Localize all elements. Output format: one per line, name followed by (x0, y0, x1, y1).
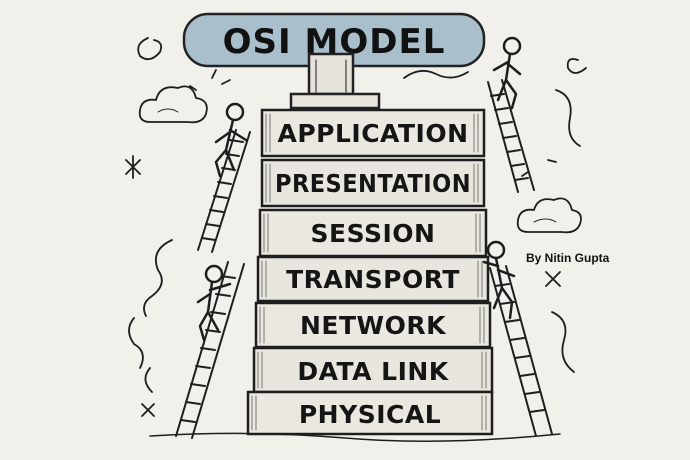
decorative-sparkles (125, 69, 561, 417)
layer-label: PRESENTATION (275, 169, 471, 198)
author-byline: By Nitin Gupta (526, 251, 610, 265)
layer-physical: PHYSICAL (246, 390, 494, 436)
layer-application: APPLICATION (260, 108, 486, 158)
title-banner: OSI MODEL (182, 12, 486, 68)
layer-block (246, 390, 494, 436)
layer-label: TRANSPORT (286, 265, 460, 294)
decorative-swirls (128, 37, 587, 393)
hatching (251, 113, 487, 431)
layer-label: PHYSICAL (299, 400, 441, 429)
layer-block (256, 255, 490, 303)
cloud-right (516, 197, 582, 234)
layer-block (260, 158, 486, 208)
climber-figure-right-lower (482, 240, 516, 320)
ground-line (149, 432, 561, 442)
tower-step (289, 92, 381, 110)
layer-label: NETWORK (300, 311, 447, 340)
layer-label: APPLICATION (277, 119, 468, 148)
layer-transport: TRANSPORT (256, 255, 490, 303)
climber-figure-left-upper (214, 102, 248, 178)
climber-figure-right-upper (492, 36, 522, 110)
cloud-left (138, 85, 208, 124)
ladder-right-upper (487, 79, 535, 193)
layer-block (260, 108, 486, 158)
layer-presentation: PRESENTATION (260, 158, 486, 208)
layer-block (258, 208, 488, 258)
layer-label: SESSION (311, 219, 436, 248)
climber-figure-left-lower (196, 264, 232, 342)
ladder-left-lower (175, 261, 245, 439)
layer-session: SESSION (258, 208, 488, 258)
layer-network: NETWORK (254, 301, 492, 349)
tower-cap (289, 52, 381, 110)
ladder-left-upper (197, 129, 251, 253)
layer-block (252, 346, 494, 394)
osi-layers: APPLICATION PRESENTATION SESSION TRANSPO… (246, 108, 494, 436)
layer-data-link: DATA LINK (252, 346, 494, 394)
layer-label: DATA LINK (297, 357, 449, 386)
